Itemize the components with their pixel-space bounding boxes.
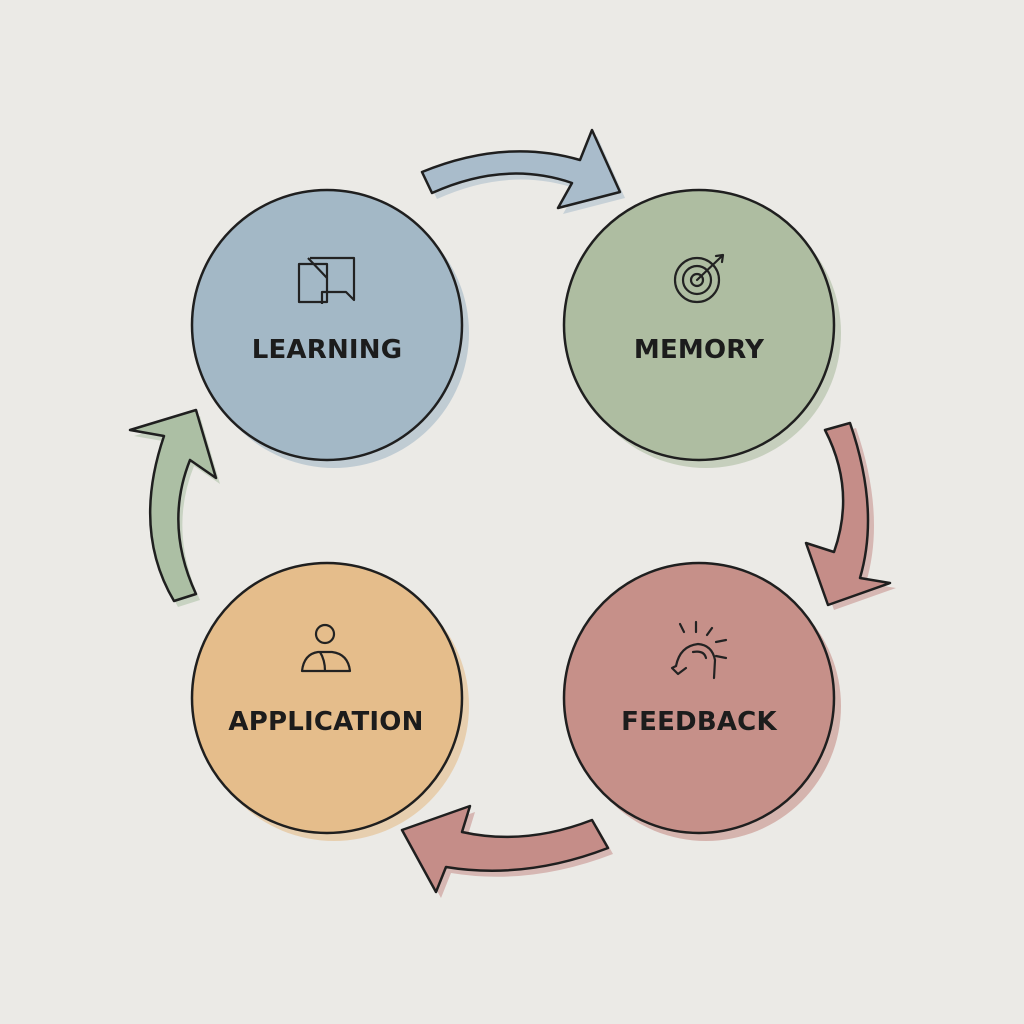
node-learning: LEARNING [190,188,469,468]
learning-circle [190,188,464,462]
application-circle [190,561,464,835]
target-icon [673,253,725,304]
application-label: APPLICATION [228,707,423,737]
node-memory: MEMORY [562,188,841,468]
arrow-application-to-learning [128,408,220,607]
feedback-circle [562,561,836,835]
learning-label: LEARNING [252,335,403,365]
node-feedback: FEEDBACK [562,561,841,841]
arrow-learning-to-memory [420,128,625,214]
person-icon [300,623,352,673]
idea-head-icon [670,620,728,680]
memory-label: MEMORY [634,335,765,365]
memory-circle [562,188,836,462]
arrow-memory-to-feedback [804,421,896,610]
node-application: APPLICATION [190,561,469,841]
arrow-feedback-to-application [400,804,613,898]
documents-icon [297,256,356,304]
feedback-label: FEEDBACK [621,707,777,737]
